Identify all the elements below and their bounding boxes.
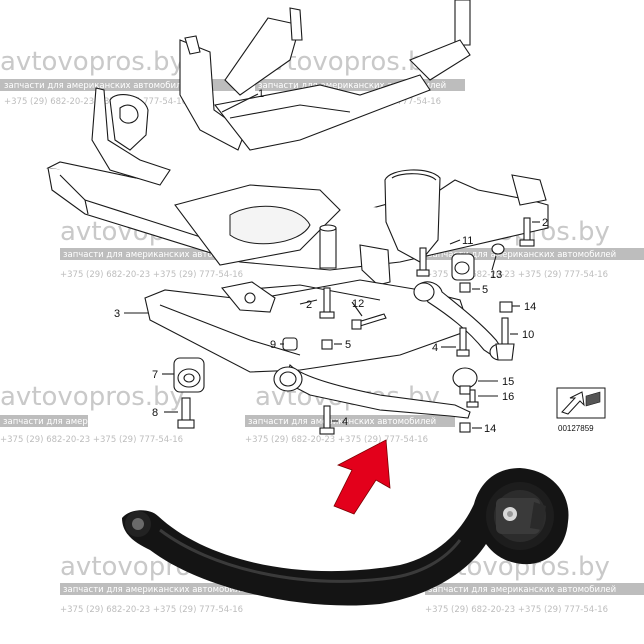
subframe-drawing [46, 0, 549, 286]
bolt-2a [319, 287, 335, 319]
reference-number: 00127859 [558, 424, 594, 433]
watermark-subtitle: запчасти для американских автомобилей [428, 585, 616, 595]
callout-14: 14 [524, 301, 536, 313]
watermark-phones: +375 (29) 682-20-23 +375 (29) 777-54-16 [245, 435, 428, 445]
bolt-4b [319, 405, 335, 435]
pin-10 [495, 317, 515, 361]
callout-7: 7 [152, 369, 158, 381]
callout-9: 9 [270, 339, 276, 351]
watermark-subtitle: запчасти для американских автомобилей [3, 417, 191, 427]
watermark-block-lower: avtovopros.by avtovopros.by запчасти для… [0, 382, 455, 445]
nut-5b [459, 282, 471, 293]
callout-labels: 1 2 2 3 4 4 5 5 7 8 9 10 11 12 13 14 14 … [114, 88, 548, 435]
nut-13 [491, 243, 505, 255]
callout-8: 8 [152, 407, 158, 419]
bolt-16 [466, 389, 479, 408]
callout-15: 15 [502, 376, 514, 388]
bolt-11 [416, 247, 430, 277]
callout-2: 2 [306, 299, 312, 311]
callout-14: 14 [484, 423, 496, 435]
callout-5: 5 [345, 339, 351, 351]
highlight-arrow [333, 439, 391, 515]
bracket-drawing [220, 281, 276, 313]
bolt-4a [456, 327, 470, 357]
bushing-11 [451, 253, 475, 281]
bolt-2b [519, 217, 535, 247]
callout-4: 4 [432, 342, 438, 354]
callout-5: 5 [482, 284, 488, 296]
leader-lines [124, 93, 540, 429]
callout-1: 1 [258, 88, 264, 100]
nut-14a [499, 301, 513, 313]
bushing-7 [173, 357, 205, 393]
nut-14b [459, 422, 471, 433]
watermark-phones: +375 (29) 682-20-23 +375 (29) 777-54-16 [425, 270, 608, 280]
watermark-subtitle: запчасти для американских автомобилей [63, 585, 251, 595]
hardware-drawing [173, 217, 535, 435]
callout-13: 13 [490, 269, 502, 281]
watermark-phones: +375 (29) 682-20-23 +375 (29) 777-54-16 [60, 605, 243, 615]
watermark-brand: avtovopros.by [0, 47, 185, 77]
callout-12: 12 [352, 298, 364, 310]
watermark-subtitle: запчасти для американских автомобилей [248, 417, 436, 427]
reference-badge: 00127859 [556, 387, 606, 433]
bolt-12 [351, 313, 387, 330]
bolt-8 [177, 397, 195, 429]
callout-2: 2 [542, 217, 548, 229]
callout-11: 11 [462, 235, 473, 247]
product-photo-control-arm [122, 468, 569, 606]
callout-16: 16 [502, 391, 514, 403]
watermark-phones: +375 (29) 682-20-23 +375 (29) 777-54-16 [0, 435, 183, 445]
watermark-phones: +375 (29) 682-20-23 +375 (29) 777-54-16 [425, 605, 608, 615]
control-arm-drawing [273, 281, 511, 419]
watermark-subtitle: запчасти для американских автомобилей [258, 81, 446, 91]
watermark-subtitle: запчасти для американских автомобилей [63, 250, 251, 260]
callout-4: 4 [342, 416, 348, 428]
watermark-subtitle: запчасти для американских автомобилей [428, 250, 616, 260]
nut-5a [321, 339, 333, 350]
callout-10: 10 [522, 329, 534, 341]
arrow-icon [561, 391, 585, 415]
watermark-brand: avtovopros.by [0, 382, 185, 412]
ball-joint-15 [452, 367, 478, 395]
watermark-phones: +375 (29) 682-20-23 +375 (29) 777-54-16 [60, 270, 243, 280]
watermark-subtitle: запчасти для американских автомобилей [4, 81, 192, 91]
nut-9 [282, 337, 298, 351]
callout-3: 3 [114, 308, 120, 320]
